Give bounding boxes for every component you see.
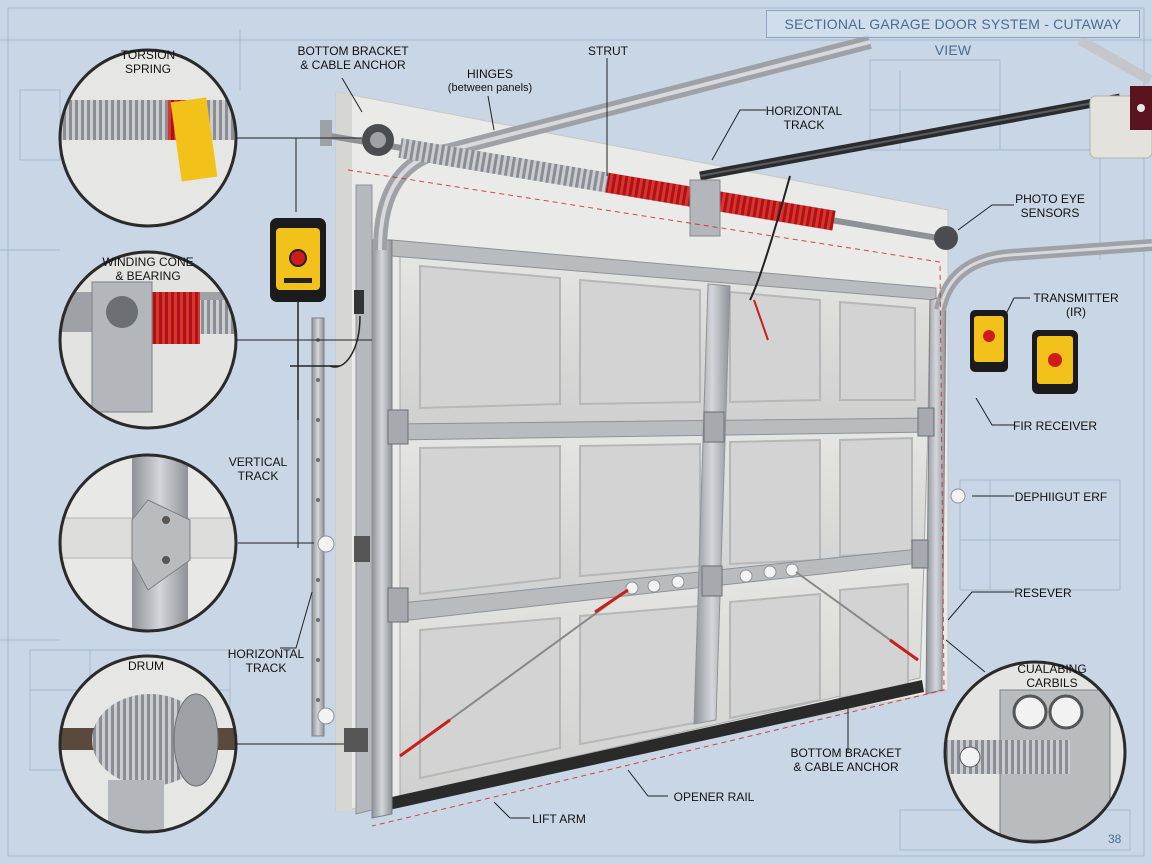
rollers xyxy=(317,488,966,725)
label-resever: RESEVER xyxy=(1014,586,1072,600)
detail-torsion-spring xyxy=(60,50,236,226)
center-stile xyxy=(693,283,731,725)
detail-cable-rollers xyxy=(945,662,1125,842)
page-number: 38 xyxy=(1108,832,1122,846)
opener-arm-cable xyxy=(749,175,791,301)
label-bottom-bracket-top: BOTTOM BRACKET& CABLE ANCHOR xyxy=(297,44,409,72)
door xyxy=(378,239,937,812)
label-drum: DRUM xyxy=(128,659,164,673)
hinges xyxy=(387,407,935,623)
right-vertical-track xyxy=(925,295,947,695)
label-fir-receiver: FIR RECEIVER xyxy=(1012,419,1097,433)
detail-drum xyxy=(60,656,236,832)
bottom-seal xyxy=(378,680,924,812)
left-vertical-track xyxy=(371,239,393,819)
detail-vertical-track xyxy=(60,455,236,631)
label-dephiigut: DEPHIIGUT ERF xyxy=(1014,490,1108,504)
label-winding-cone: WINDING CONE& BEARING xyxy=(102,255,194,283)
center-bearing-bracket xyxy=(689,179,721,237)
label-opener-rail: OPENER RAIL xyxy=(673,790,755,804)
label-strut: STRUT xyxy=(588,44,628,58)
right-cable-drum xyxy=(934,226,958,250)
label-transmitter: TRANSMITTER(IR) xyxy=(1033,291,1119,319)
diagram-title: SECTIONAL GARAGE DOOR SYSTEM - CUTAWAY V… xyxy=(766,10,1140,58)
dashed-door-outline xyxy=(347,169,945,827)
label-lift-arm: LIFT ARM xyxy=(532,812,586,826)
detail-winding-cone xyxy=(60,252,236,428)
photo-eye-sensor-left xyxy=(270,218,326,302)
photo-eye-sensor-right-b xyxy=(1032,330,1078,394)
wall-edge xyxy=(336,92,352,812)
standalone-track xyxy=(311,317,325,737)
photo-eye-sensor-right-a xyxy=(970,310,1008,372)
label-bottom-bracket-bottom: BOTTOM BRACKET& CABLE ANCHOR xyxy=(790,746,902,774)
left-vertical-angle xyxy=(355,184,373,815)
opener-motor xyxy=(1089,86,1152,159)
label-hinges: HINGES(between panels) xyxy=(447,67,533,94)
leader-lines xyxy=(236,58,1030,819)
